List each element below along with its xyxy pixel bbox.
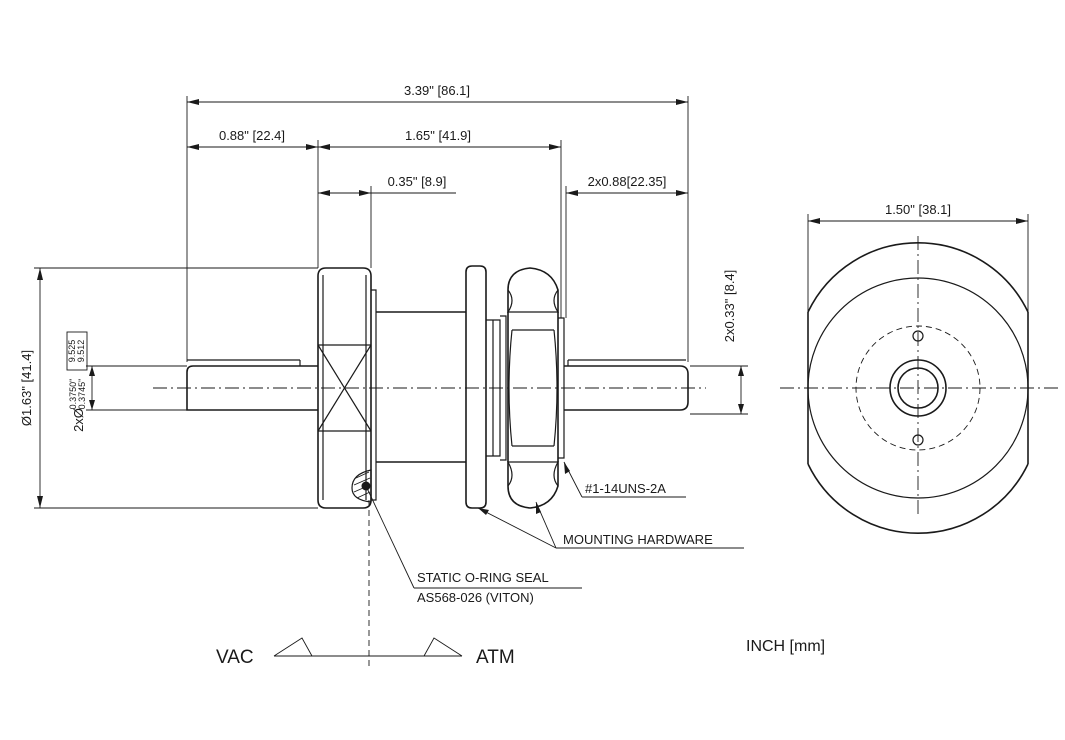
callout-leaders [365, 461, 744, 589]
oring-section [351, 469, 372, 503]
thread-region [486, 319, 501, 457]
vac-atm-indicator [273, 637, 463, 657]
end-hidden-circle [855, 325, 981, 451]
dimension-lines [34, 96, 748, 509]
pin-dia-mm-min: 9.512 [76, 340, 86, 363]
body-tube [376, 311, 466, 463]
vac-label: VAC [216, 647, 254, 668]
oring-callout-line2: AS568-026 (VITON) [417, 590, 534, 605]
mounting-washer [465, 265, 487, 509]
right-pin [564, 365, 689, 411]
side-view [153, 265, 706, 668]
end-pin-inner [897, 367, 939, 409]
pin-dia-inch-min: 0.3745" [77, 379, 87, 410]
dim-body-text: 1.65" [41.9] [405, 128, 471, 143]
dim-end-dia-text: 1.50" [38.1] [885, 202, 951, 217]
dim-left-pin-text: 0.88" [22.4] [219, 128, 285, 143]
mounting-callout: MOUNTING HARDWARE [563, 532, 713, 547]
end-pin-outer [889, 359, 947, 417]
dim-right-pin-text: 2x0.88[22.35] [588, 174, 667, 189]
end-hole-top [912, 330, 924, 342]
oring-lip [371, 289, 377, 501]
pin-dia-mm-max: 9.525 [67, 340, 77, 363]
pin-dia-mm-box [66, 331, 88, 371]
dim-overall-text: 3.39" [86.1] [404, 83, 470, 98]
end-flange-circle [807, 277, 1029, 499]
thread-ridge [500, 315, 507, 461]
thread-callout: #1-14UNS-2A [585, 481, 666, 496]
end-view [780, 214, 1058, 535]
hex-nut [506, 267, 560, 509]
units-label: INCH [mm] [746, 638, 825, 655]
pin-dia-inch-max: 0.3750" [68, 379, 78, 410]
dim-pin-step-text: 2x0.33" [8.4] [722, 270, 737, 343]
dim-flange-offset-text: 0.35" [8.9] [388, 174, 447, 189]
dim-flange-dia-text: Ø1.63" [41.4] [19, 350, 34, 426]
pin-dia-prefix: 2xØ [71, 408, 86, 432]
end-hole-bottom [912, 434, 924, 446]
oring-callout-line1: STATIC O-RING SEAL [417, 570, 549, 585]
atm-label: ATM [476, 647, 515, 668]
left-pin [186, 365, 318, 411]
end-outer-profile [807, 241, 1029, 313]
pin-dia-tolerance: 2xØ 0.3750" 0.3745" 9.525 9.512 [66, 331, 88, 432]
